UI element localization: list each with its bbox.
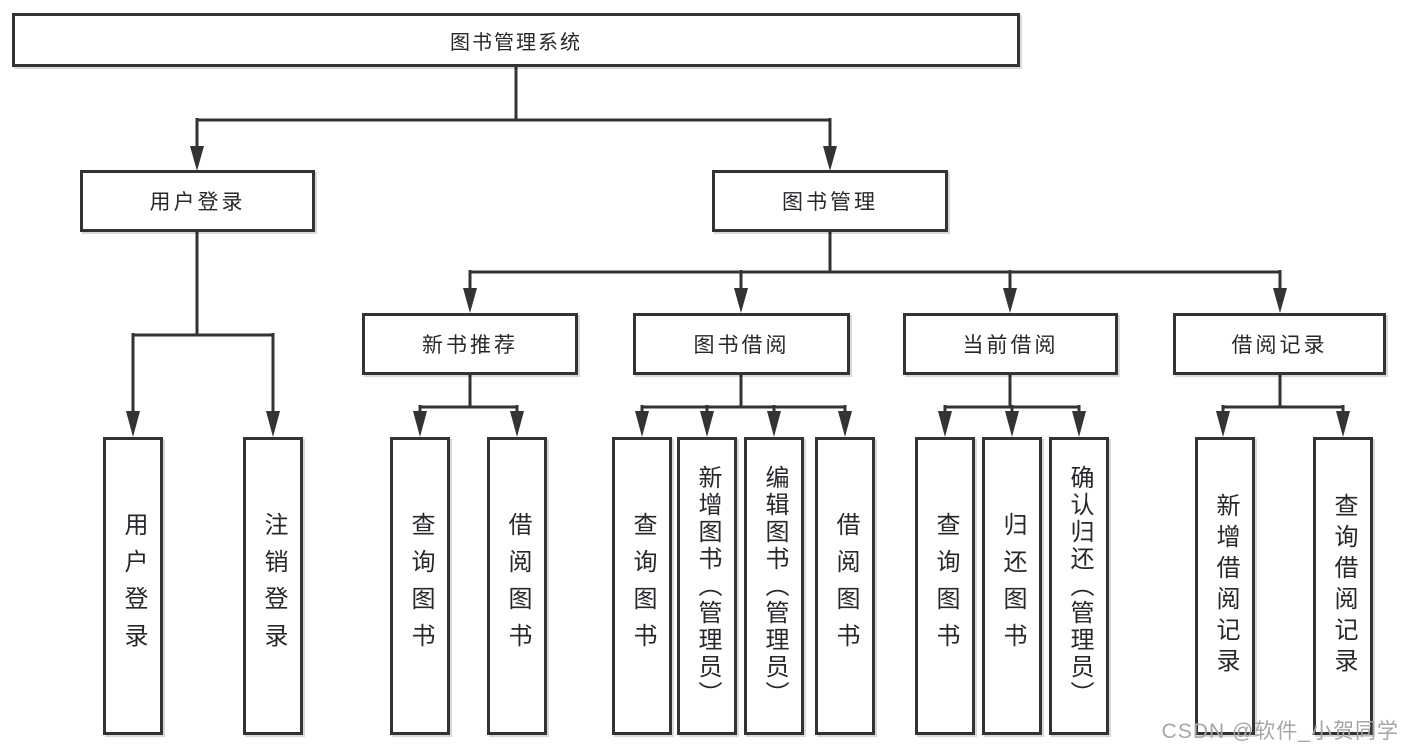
node-label: 图书管理系统: [450, 31, 582, 54]
node-label: 借阅图书: [504, 512, 531, 660]
node-book-borrowing: 图书借阅: [633, 313, 850, 375]
leaf-query-borrow-record: 查询借阅记录: [1313, 437, 1373, 735]
node-label: 图书借阅: [693, 334, 790, 357]
node-label: 当前借阅: [962, 334, 1059, 357]
leaf-borrow-books-1: 借阅图书: [487, 437, 547, 735]
node-label: 归还图书: [999, 512, 1026, 660]
leaf-borrow-books-2: 借阅图书: [815, 437, 875, 735]
node-label: 用户登录: [120, 512, 147, 660]
leaf-confirm-return-admin: 确认归还（管理员）: [1049, 437, 1109, 735]
node-label: 查询图书: [629, 512, 656, 660]
leaf-add-books-admin: 新增图书（管理员）: [677, 437, 737, 735]
node-label: 注销登录: [260, 512, 287, 660]
node-label: 新书推荐: [422, 334, 518, 357]
node-label: 查询图书: [932, 512, 959, 660]
leaf-add-borrow-record: 新增借阅记录: [1195, 437, 1255, 735]
node-label: 图书管理: [782, 191, 878, 214]
node-label: 借阅图书: [832, 512, 859, 660]
node-root-library-system: 图书管理系统: [12, 13, 1020, 67]
leaf-query-books-3: 查询图书: [915, 437, 975, 735]
node-borrowing-records: 借阅记录: [1173, 313, 1386, 375]
node-label: 用户登录: [149, 191, 246, 214]
node-label: 新增借阅记录: [1212, 493, 1239, 679]
node-label: 新增图书（管理员）: [694, 464, 721, 708]
node-book-management: 图书管理: [712, 170, 948, 232]
connector-arrowheads: [126, 146, 1350, 437]
leaf-user-login: 用户登录: [103, 437, 163, 735]
node-current-borrowing: 当前借阅: [903, 313, 1118, 375]
node-label: 查询借阅记录: [1330, 493, 1357, 679]
node-new-book-recommend: 新书推荐: [362, 313, 578, 375]
leaf-return-books: 归还图书: [982, 437, 1042, 735]
node-label: 借阅记录: [1231, 334, 1328, 357]
leaf-query-books-1: 查询图书: [390, 437, 450, 735]
leaf-edit-books-admin: 编辑图书（管理员）: [744, 437, 804, 735]
leaf-query-books-2: 查询图书: [612, 437, 672, 735]
node-label: 确认归还（管理员）: [1066, 464, 1093, 708]
node-user-login: 用户登录: [80, 170, 315, 232]
node-label: 查询图书: [407, 512, 434, 660]
csdn-watermark: CSDN @软件_小贺同学: [1161, 720, 1399, 743]
node-label: 编辑图书（管理员）: [761, 464, 788, 708]
leaf-logout: 注销登录: [243, 437, 303, 735]
connector-lines-path: [131, 67, 1345, 414]
